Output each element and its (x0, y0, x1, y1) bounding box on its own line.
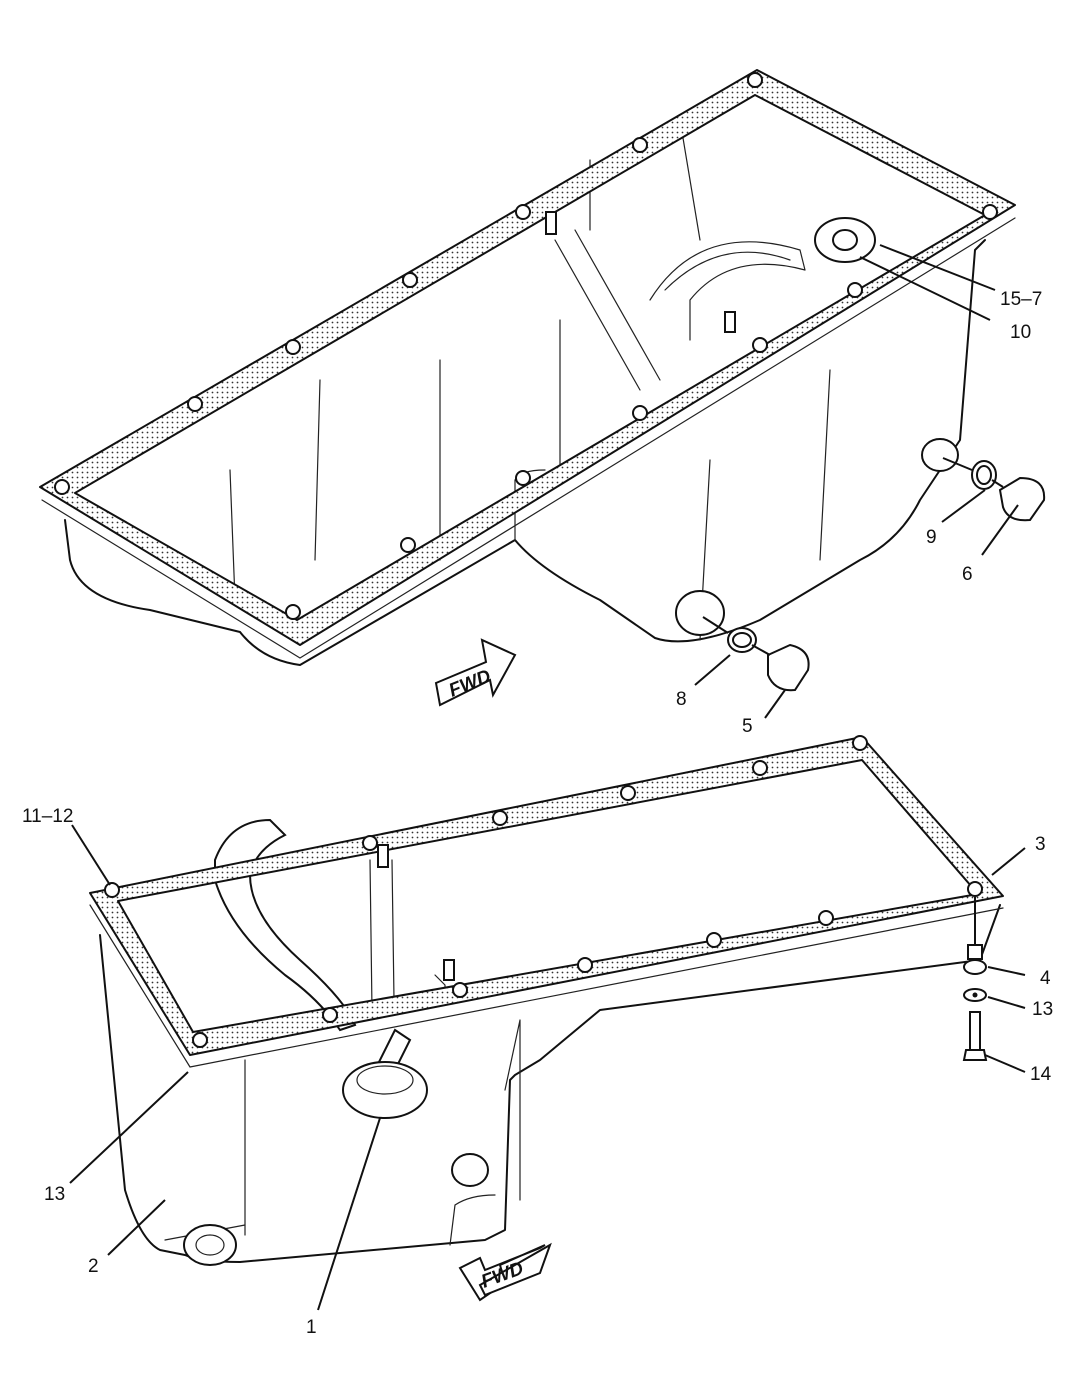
upper-drain-boss-side (675, 590, 725, 636)
upper-drain-boss-end (921, 438, 959, 472)
callout-9: 9 (926, 527, 937, 548)
lower-rim-bolts (104, 735, 983, 1048)
upper-oil-pan (39, 69, 1016, 666)
callout-2: 2 (88, 1256, 99, 1277)
part-5-plug (767, 643, 810, 692)
callout-4: 4 (1040, 968, 1051, 989)
upper-rim-bolts (54, 72, 998, 620)
lower-oil-pan (89, 735, 1004, 1266)
callout-1: 1 (306, 1317, 317, 1338)
callout-6: 6 (962, 564, 973, 585)
callout-13-right: 13 (1032, 999, 1053, 1020)
pickup-screen (342, 1061, 428, 1119)
bolt-stack (962, 897, 988, 1061)
callout-14: 14 (1030, 1064, 1052, 1085)
upper-small-parts (702, 457, 1046, 692)
leader-lines (69, 244, 1026, 1311)
callout-11-12: 11–12 (22, 806, 73, 827)
callout-13-left: 13 (44, 1184, 65, 1205)
callout-15-7: 15–7 (1000, 289, 1042, 310)
callout-5: 5 (742, 716, 753, 737)
upper-pan-body (64, 239, 986, 666)
part-6-plug (998, 476, 1046, 522)
part-14-bolt (969, 1011, 981, 1051)
upper-pan-gasket (39, 69, 1016, 646)
lower-pan-body (99, 904, 1001, 1263)
upper-fwd-arrow: FWD (434, 638, 517, 707)
part-4-isolator (967, 944, 983, 960)
lower-side-boss (451, 1153, 489, 1187)
part-2-drain-plug (183, 1224, 237, 1266)
lower-fwd-arrow: FWD (458, 1242, 552, 1302)
callout-3: 3 (1035, 834, 1046, 855)
callout-10: 10 (1010, 322, 1031, 343)
callout-8: 8 (676, 689, 687, 710)
callouts: 15–7 10 9 6 8 5 11–12 3 4 13 14 13 2 1 (22, 289, 1053, 1338)
